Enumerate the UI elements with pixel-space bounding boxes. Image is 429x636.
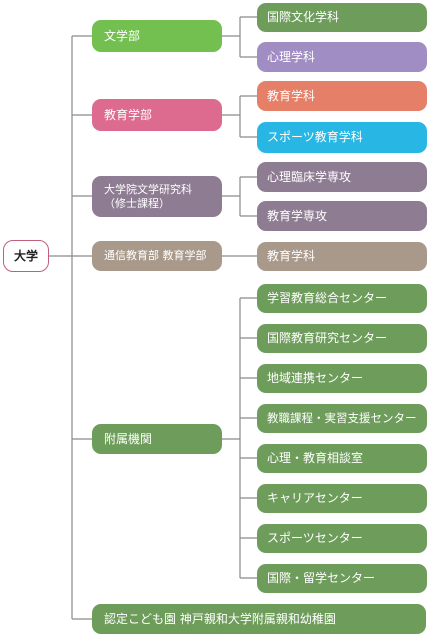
department-label: 心理臨床学専攻	[267, 169, 352, 184]
faculty-graduate-label-line2: （修士課程）	[104, 196, 170, 210]
center-international-education-research[interactable]: 国際教育研究センター	[257, 324, 427, 353]
department-label: 心理学科	[267, 49, 316, 64]
faculty-correspondence[interactable]: 通信教育部 教育学部	[92, 241, 222, 271]
department-correspondence-education[interactable]: 教育学科	[257, 242, 427, 271]
affiliated-institutions[interactable]: 附属機関	[92, 424, 222, 454]
department-label: 教育学科	[267, 88, 316, 103]
department-label: 教育学科	[267, 249, 316, 263]
department-education-major[interactable]: 教育学専攻	[257, 201, 427, 231]
center-international-study-abroad[interactable]: 国際・留学センター	[257, 564, 427, 593]
center-label: 国際・留学センター	[267, 571, 376, 585]
department-international-culture[interactable]: 国際文化学科	[257, 3, 427, 32]
center-label: 地域連携センター	[267, 371, 364, 385]
center-learning-education[interactable]: 学習教育総合センター	[257, 284, 427, 313]
department-psychology[interactable]: 心理学科	[257, 42, 427, 72]
kindergarten-label: 認定こども園 神戸親和大学附属親和幼稚園	[104, 611, 336, 626]
center-regional-collaboration[interactable]: 地域連携センター	[257, 364, 427, 393]
center-label: 学習教育総合センター	[267, 291, 388, 305]
center-sports[interactable]: スポーツセンター	[257, 524, 427, 553]
center-label: スポーツセンター	[267, 531, 363, 545]
faculty-education[interactable]: 教育学部	[92, 99, 222, 131]
department-label: 国際文化学科	[267, 10, 340, 24]
faculty-correspondence-label: 通信教育部 教育学部	[104, 249, 207, 263]
department-label: 教育学専攻	[267, 208, 328, 223]
center-teacher-training[interactable]: 教職課程・実習支援センター	[257, 404, 427, 433]
kindergarten[interactable]: 認定こども園 神戸親和大学附属親和幼稚園	[92, 604, 426, 634]
department-clinical-psychology[interactable]: 心理臨床学専攻	[257, 162, 427, 192]
center-label: キャリアセンター	[267, 491, 363, 505]
root-node-university[interactable]: 大学	[3, 240, 49, 272]
department-education[interactable]: 教育学科	[257, 81, 427, 111]
center-label: 教職課程・実習支援センター	[267, 411, 417, 426]
faculty-graduate[interactable]: 大学院文学研究科 （修士課程）	[92, 176, 222, 217]
faculty-education-label: 教育学部	[104, 107, 153, 122]
department-sports-education[interactable]: スポーツ教育学科	[257, 122, 427, 153]
center-counseling-room[interactable]: 心理・教育相談室	[257, 444, 427, 473]
faculty-letters[interactable]: 文学部	[92, 20, 222, 52]
faculty-letters-label: 文学部	[104, 28, 141, 43]
affiliated-institutions-label: 附属機関	[104, 431, 153, 446]
center-career[interactable]: キャリアセンター	[257, 484, 427, 513]
center-label: 国際教育研究センター	[267, 331, 388, 345]
department-label: スポーツ教育学科	[267, 130, 363, 144]
center-label: 心理・教育相談室	[267, 451, 364, 465]
faculty-graduate-label-line1: 大学院文学研究科	[104, 182, 192, 196]
root-label: 大学	[13, 248, 38, 263]
